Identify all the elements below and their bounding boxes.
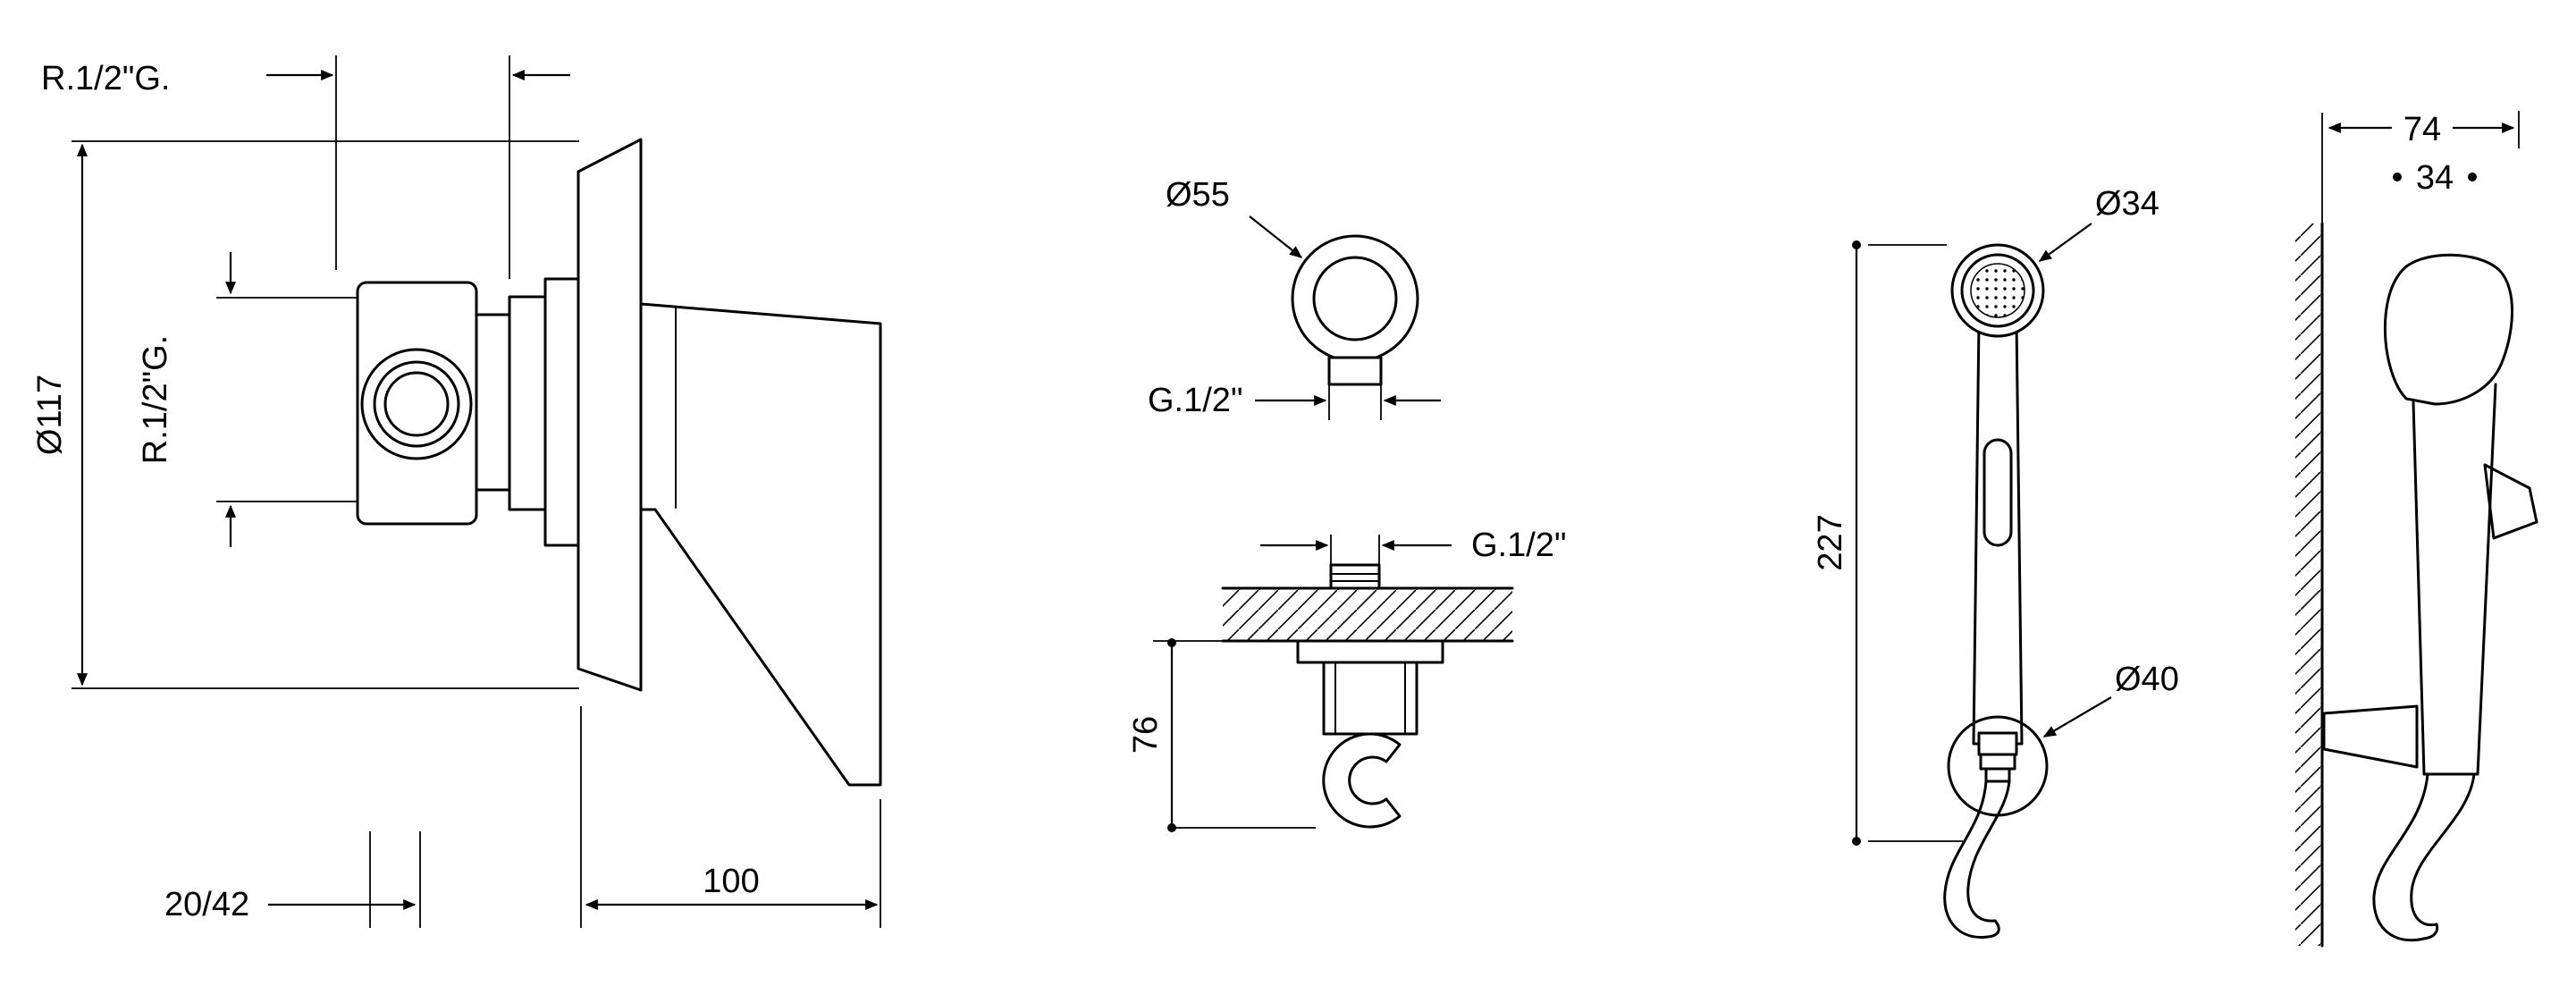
handshower-side-view: 74 34 (2295, 111, 2538, 948)
handle-side-right (2476, 383, 2497, 776)
cartridge-outer-circle (360, 348, 473, 460)
valve-step-1 (475, 313, 511, 492)
wall-bracket-view: G.1/2" 76 (1127, 527, 1566, 832)
label-recess-depth: 20/42 (164, 886, 249, 923)
escutcheon-plate (577, 138, 643, 692)
wall-outlet-view: Ø55 G.1/2" (1148, 176, 1441, 420)
leader-line (1249, 215, 1303, 258)
holder-arm (2322, 704, 2419, 769)
mixer-dimensions: R.1/2"G. Ø117 R.1/2"G. 20/42 100 (31, 55, 881, 928)
label-outlet-thread: G.1/2" (1148, 382, 1242, 419)
leader-line (2042, 696, 2112, 738)
bracket-body (1322, 661, 1418, 736)
label-bracket-height: 76 (1127, 716, 1165, 754)
hose-line (2410, 772, 2476, 927)
holder-clip (1977, 731, 2018, 756)
label-inlet-thread-top: R.1/2"G. (41, 60, 170, 97)
hose-end-break (2422, 923, 2439, 940)
holder-ring (1947, 715, 2049, 817)
label-shower-length: 227 (1812, 514, 1849, 570)
outlet-nozzle (1327, 356, 1383, 386)
valve-step-3 (543, 277, 580, 547)
wall-hatch (2295, 223, 2322, 946)
leader-line (2038, 223, 2092, 262)
label-bracket-thread: G.1/2" (1471, 527, 1566, 564)
label-outlet-diameter: Ø55 (1166, 176, 1230, 214)
handle-slot (1983, 438, 2013, 547)
lever-handle (639, 302, 882, 787)
label-depth: 74 (2403, 111, 2441, 148)
shower-head-inner (1960, 253, 2035, 328)
shower-head-side (2384, 253, 2514, 406)
thread-stub (1329, 563, 1381, 590)
valve-step-2 (508, 295, 547, 511)
cartridge-mid-circle (373, 360, 460, 448)
bracket-hook (1322, 732, 1402, 829)
label-head-diameter: Ø34 (2095, 185, 2159, 223)
hose-line (1943, 780, 1990, 939)
bracket-flange (1296, 639, 1444, 664)
outlet-inner-circle (1312, 256, 1398, 341)
label-handle-length: 100 (703, 863, 759, 900)
hose-nut-collar (1984, 767, 2011, 783)
dim-dot (2468, 173, 2477, 181)
outlet-outer-circle (1291, 234, 1419, 363)
spray-face (1970, 263, 2025, 318)
hose-line (1966, 780, 2011, 923)
wall-section-hatch (1223, 588, 1512, 641)
hose-end-break (1986, 919, 2000, 939)
hose-line (2372, 772, 2429, 942)
handshower-front-view: 227 Ø34 Ø40 (1812, 185, 2179, 939)
mixer-outline (216, 138, 882, 787)
label-inlet-thread-side: R.1/2"G. (137, 335, 174, 464)
mixer-valve-view: R.1/2"G. Ø117 R.1/2"G. 20/42 100 (31, 55, 882, 928)
label-holder-diameter: Ø40 (2115, 661, 2179, 698)
label-plate-diameter: Ø117 (31, 375, 69, 455)
dim-dot (2393, 173, 2402, 181)
handle-side-left (2412, 400, 2426, 776)
cartridge-inner-circle (383, 371, 450, 437)
label-inner-depth: 34 (2416, 159, 2454, 197)
